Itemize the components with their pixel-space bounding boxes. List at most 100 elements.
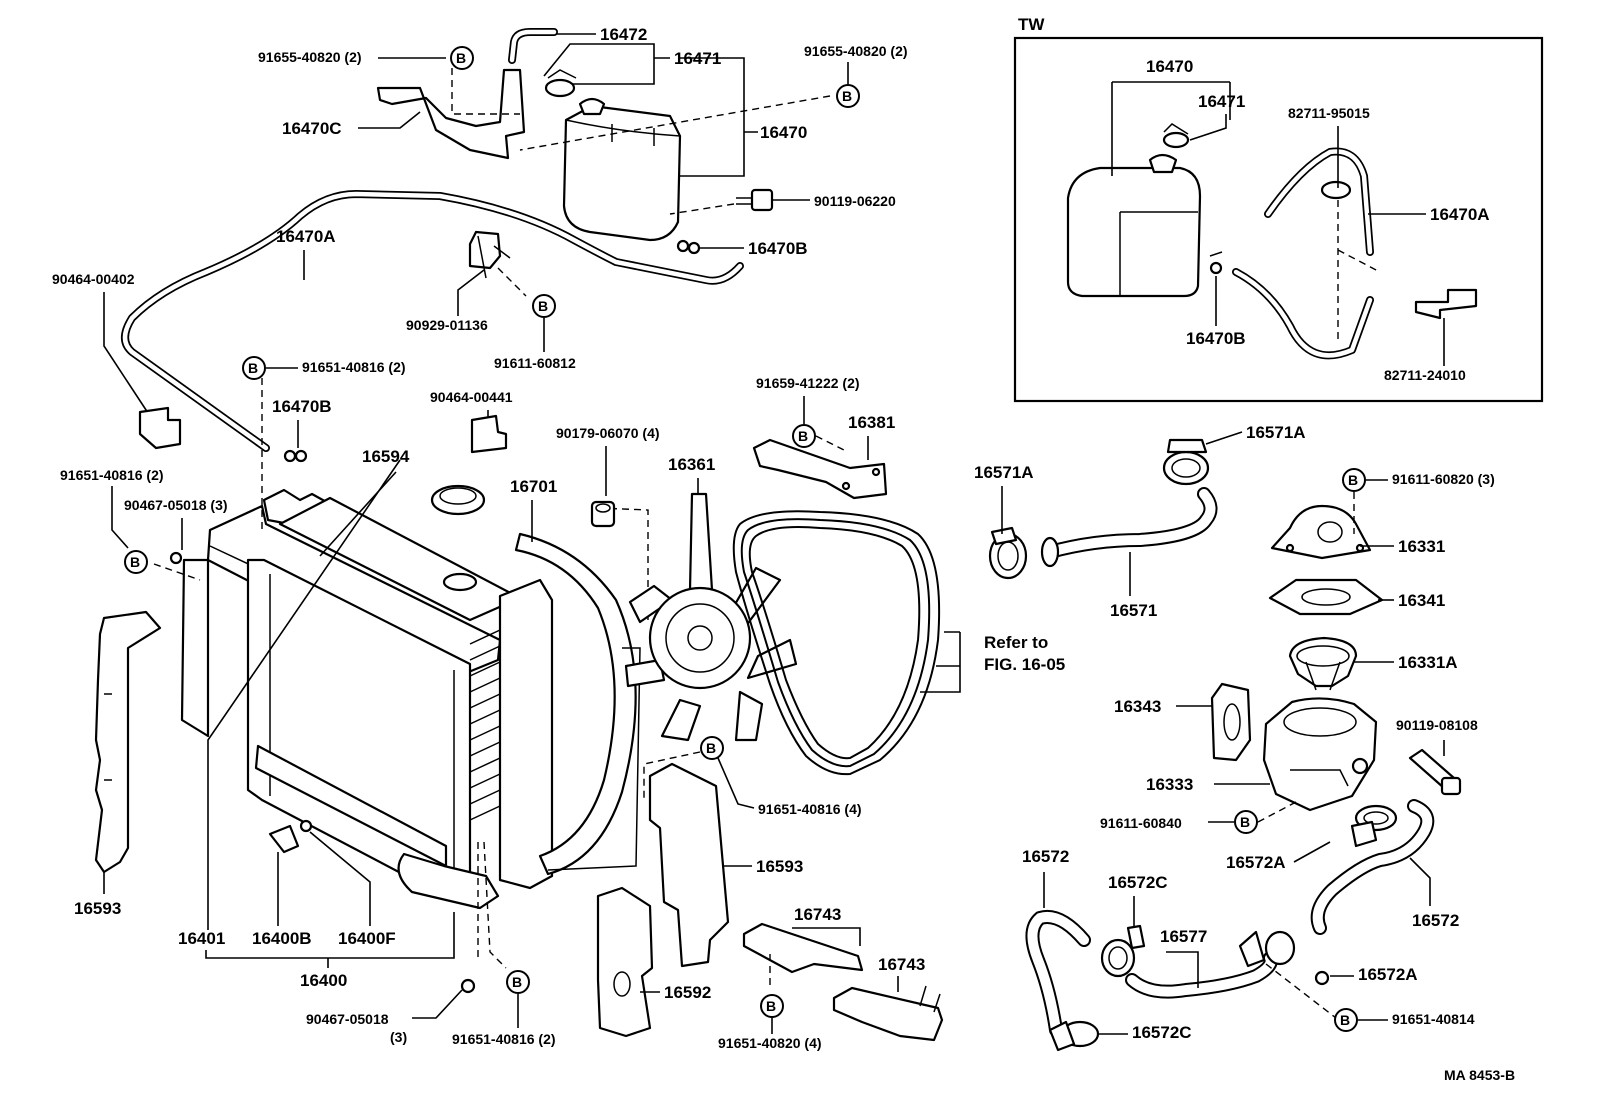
bolt-marker-icon (1234, 810, 1258, 834)
tw-label-82711-95015: 82711-95015 (1288, 105, 1370, 121)
drain-cock-icon (268, 819, 313, 854)
label-16594: 16594 (362, 447, 410, 466)
overflow-hose (121, 190, 744, 452)
label-91655-40820-right: 91655-40820 (2) (804, 43, 908, 59)
bolt-marker-text: B (766, 998, 776, 1014)
fan-bracket-icon (752, 438, 888, 500)
label-16400f: 16400F (338, 929, 396, 948)
label-16343: 16343 (1114, 697, 1161, 716)
tw-reservoir-tank (1066, 153, 1202, 298)
hose-clamp-lower-b-icon (1048, 1020, 1100, 1052)
label-91611-60812: 91611-60812 (494, 355, 576, 371)
bolt-marker-text: B (538, 298, 548, 314)
bolt-marker-text: B (798, 428, 808, 444)
bolt-marker-icon (760, 994, 784, 1018)
label-16572-right: 16572 (1412, 911, 1459, 930)
lower-hose-right (1310, 799, 1435, 935)
label-90179-06070: 90179-06070 (4) (556, 425, 660, 441)
label-91611-60820: 91611-60820 (3) (1392, 471, 1495, 487)
bolt-marker-text: B (248, 360, 258, 376)
label-16333: 16333 (1146, 775, 1193, 794)
hose-clamp-lower-a-icon (1100, 924, 1146, 978)
bolt-marker-icon (532, 294, 556, 318)
bolt-marker-icon (1342, 468, 1366, 492)
filler-cap-icon (442, 572, 478, 592)
label-16331: 16331 (1398, 537, 1445, 556)
label-91651-40816-left: 91651-40816 (2) (60, 467, 164, 483)
tw-inset: TW 16470 16471 (1013, 15, 1544, 403)
label-91655-40820-left: 91655-40820 (2) (258, 49, 362, 65)
v-belt (732, 510, 941, 776)
label-91651-40816-top: 91651-40816 (2) (302, 359, 406, 375)
label-90467-05018-bottom: 90467-05018 (306, 1011, 389, 1027)
inset-frame (1013, 36, 1544, 403)
radiator-support (180, 488, 502, 738)
inset-title: TW (1018, 15, 1045, 34)
label-16743-a: 16743 (794, 905, 841, 924)
refer-note-line2: FIG. 16-05 (984, 655, 1065, 674)
label-16400b: 16400B (252, 929, 312, 948)
water-outlet (1270, 504, 1372, 560)
small-hose-icon (508, 28, 558, 64)
bolt-marker-icon (1334, 1008, 1358, 1032)
label-16470c: 16470C (282, 119, 342, 138)
upper-radiator-hose (1040, 487, 1218, 568)
tw-label-16470a: 16470A (1430, 205, 1490, 224)
label-16577: 16577 (1160, 927, 1207, 946)
label-16572a-right: 16572A (1358, 965, 1418, 984)
label-16400: 16400 (300, 971, 347, 990)
label-90929-01136: 90929-01136 (406, 317, 488, 333)
label-16470b-mid: 16470B (272, 397, 332, 416)
bolt-marker-icon (836, 84, 860, 108)
clip-icon (460, 978, 476, 994)
tw-clamp-icon (1209, 251, 1223, 275)
side-seal-bottom (596, 886, 654, 1038)
reservoir-group: 16472 16471 91655-40820 (2) B 91655-4082… (52, 25, 908, 452)
bolt-marker-icon (700, 736, 724, 760)
reservoir-cap-icon (544, 69, 577, 98)
radiator-fins (469, 629, 501, 821)
bolt-marker-icon (242, 356, 266, 380)
hose-bracket-left-icon (138, 406, 182, 450)
reservoir-tank (562, 97, 682, 242)
bolt-marker-icon (124, 550, 148, 574)
clamp-icon (676, 239, 701, 255)
hose-clip-icon (468, 230, 511, 279)
side-seal-right (648, 762, 730, 968)
tw-cap-icon (1162, 123, 1190, 149)
label-91651-40814: 91651-40814 (1392, 1011, 1475, 1027)
housing-bolt-icon (1408, 748, 1462, 796)
tw-label-16470b: 16470B (1186, 329, 1246, 348)
hose-clamp-small-icon (1350, 820, 1378, 848)
label-16592: 16592 (664, 983, 711, 1002)
clip-icon (169, 551, 183, 565)
tw-bracket-icon (1414, 288, 1478, 320)
bolt-marker-icon (450, 46, 474, 70)
reservoir-bracket (376, 68, 526, 160)
bolt-marker-text: B (456, 50, 466, 66)
hose-clamp-lower-c-icon (1238, 930, 1330, 986)
spacer-icon (590, 500, 616, 528)
side-seal-left (94, 610, 162, 874)
label-16381: 16381 (848, 413, 895, 432)
bolt-marker-icon (506, 970, 530, 994)
label-91651-40816-4: 91651-40816 (4) (758, 801, 862, 817)
bolt-marker-text: B (1348, 472, 1358, 488)
label-16572c-top: 16572C (1108, 873, 1168, 892)
label-16593-right: 16593 (756, 857, 803, 876)
label-91651-40820-4: 91651-40820 (4) (718, 1035, 822, 1051)
label-16571a-left: 16571A (974, 463, 1034, 482)
label-16401: 16401 (178, 929, 225, 948)
label-16361: 16361 (668, 455, 715, 474)
label-90467-05018-bottom-qty: (3) (390, 1029, 407, 1045)
label-16472: 16472 (600, 25, 647, 44)
figure-code: MA 8453-B (1444, 1067, 1515, 1083)
tw-label-16470: 16470 (1146, 57, 1193, 76)
label-16571a-top: 16571A (1246, 423, 1306, 442)
label-90119-06220: 90119-06220 (814, 193, 896, 209)
bolt-marker-icon (792, 424, 816, 448)
outlet-gasket (1268, 578, 1384, 616)
label-90464-00402: 90464-00402 (52, 271, 135, 287)
housing-gasket (1210, 682, 1252, 762)
